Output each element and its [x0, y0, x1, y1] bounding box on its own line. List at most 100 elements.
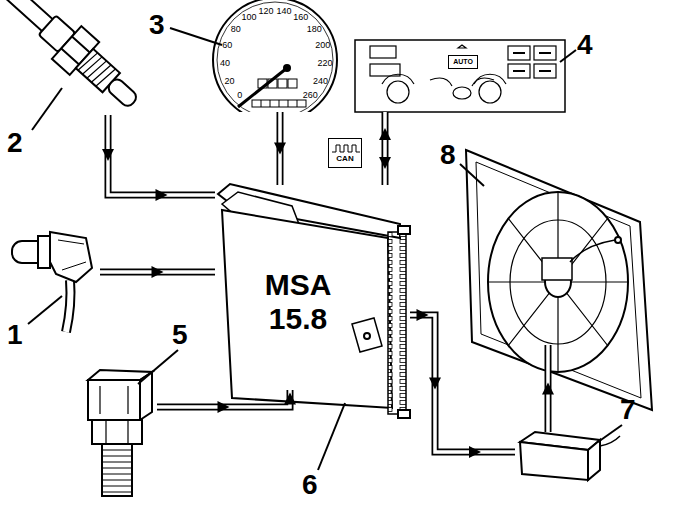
cooling-fan-node: 8: [460, 148, 652, 345]
arrow-pipe-outline: [108, 115, 215, 195]
arrow-head: [379, 157, 391, 169]
arrow-head: [542, 383, 554, 395]
leader-line: [32, 88, 62, 130]
dial-number: 260: [303, 90, 318, 100]
pressure-sensor: [88, 370, 152, 496]
arrow-head: [469, 446, 481, 458]
panel-button-text: AUTO: [448, 55, 478, 69]
dial-rim: [213, 0, 337, 112]
dial-number: 240: [313, 76, 328, 86]
callout-number: 6: [302, 470, 318, 500]
control-unit: [218, 184, 410, 418]
arrow-head: [429, 378, 441, 390]
panel-dial: [453, 87, 471, 99]
cooling-fan: [466, 150, 652, 410]
leader-line: [138, 350, 178, 384]
dial-number: 40: [220, 58, 230, 68]
callout-number: 1: [7, 320, 23, 350]
arrow-head: [152, 266, 164, 278]
arrow-head: [379, 128, 391, 140]
callout-number: 5: [172, 320, 188, 350]
odometer-digit: [288, 79, 297, 88]
callout-number: 2: [7, 128, 23, 158]
fan-relay: [520, 432, 620, 480]
sensor-hex: [92, 420, 142, 444]
leader-line: [318, 403, 345, 470]
climate-panel-node: 4AUTO: [355, 40, 565, 112]
knob-scale: [382, 74, 414, 84]
sensor-thread: [102, 444, 132, 496]
speedometer-node: 3020406080100120140160180200220240260: [215, 0, 335, 112]
arrow-pipe-outline: [410, 315, 515, 452]
leader-line: [460, 164, 484, 186]
dial-number: 140: [276, 6, 291, 16]
dial-number: 80: [231, 24, 241, 34]
dial-number: 120: [258, 6, 273, 16]
mount-tab: [398, 410, 410, 418]
crank-sensor-node: 1: [8, 230, 100, 325]
shroud-edge: [476, 162, 641, 398]
panel-icon: [513, 53, 551, 71]
sensor-collar: [38, 236, 50, 268]
fan-motor: [542, 258, 572, 280]
needle: [238, 68, 287, 107]
fan-relay-node: 7: [515, 432, 605, 482]
arrow-head: [274, 143, 286, 155]
signal-arrow: [274, 112, 286, 185]
mount-tab: [398, 226, 410, 234]
connector-front: [88, 380, 140, 420]
leader-line: [170, 28, 222, 45]
climate-panel: [355, 40, 565, 112]
trip-divider: [261, 100, 297, 107]
arrow-pipe-core: [383, 112, 387, 185]
arrow-pipe-outline: [382, 112, 389, 185]
odometer: [252, 79, 306, 107]
signal-arrow: [102, 115, 215, 201]
panel-icon: [458, 45, 466, 48]
panel-arc: [430, 78, 494, 86]
bracket-hole: [364, 333, 370, 339]
ecu-face: [222, 210, 392, 408]
signal-arrow: [410, 309, 515, 458]
thread-lines: [102, 450, 132, 492]
dial-number: 20: [224, 76, 234, 86]
trip-strip: [252, 100, 306, 107]
dial-number: 0: [237, 90, 242, 100]
callout-number: 4: [577, 30, 593, 60]
fan-shroud: [466, 150, 652, 410]
relay-front: [520, 442, 588, 480]
needle-hub: [283, 64, 291, 72]
speedometer: [213, 0, 337, 122]
signal-arrow: [542, 345, 554, 432]
dial-number: 160: [293, 12, 308, 22]
arrow-head: [284, 393, 296, 405]
sensor-cable: [66, 280, 71, 332]
dial-number: 220: [317, 58, 332, 68]
fan-wire: [570, 240, 615, 262]
signal-arrow: [100, 266, 215, 278]
arrow-head: [218, 401, 230, 413]
signal-arrow: [157, 390, 296, 413]
fan-guard: [488, 192, 628, 372]
leader-line: [28, 296, 62, 324]
bus-label: CAN: [328, 138, 362, 168]
relay-side: [588, 440, 600, 480]
dial-number: 180: [307, 24, 322, 34]
callout-number: 7: [620, 395, 636, 425]
arrow-pipe-core: [410, 315, 515, 452]
signal-arrow: [379, 112, 391, 185]
callout-number: 3: [149, 10, 165, 40]
sensor-head: [50, 232, 92, 282]
panel-frame: [355, 40, 565, 112]
arrow-head: [417, 309, 429, 321]
wire-connector: [615, 237, 621, 243]
crank-sensor: [12, 232, 92, 332]
panel-knob: [479, 81, 501, 103]
fan-spoke: [488, 192, 628, 372]
dial-number: 200: [315, 40, 330, 50]
pressure-sensor-node: 5: [80, 368, 157, 500]
panel-knob: [387, 81, 409, 103]
can-waveform: [332, 145, 360, 152]
unit-name: MSA 15.8: [253, 268, 343, 336]
